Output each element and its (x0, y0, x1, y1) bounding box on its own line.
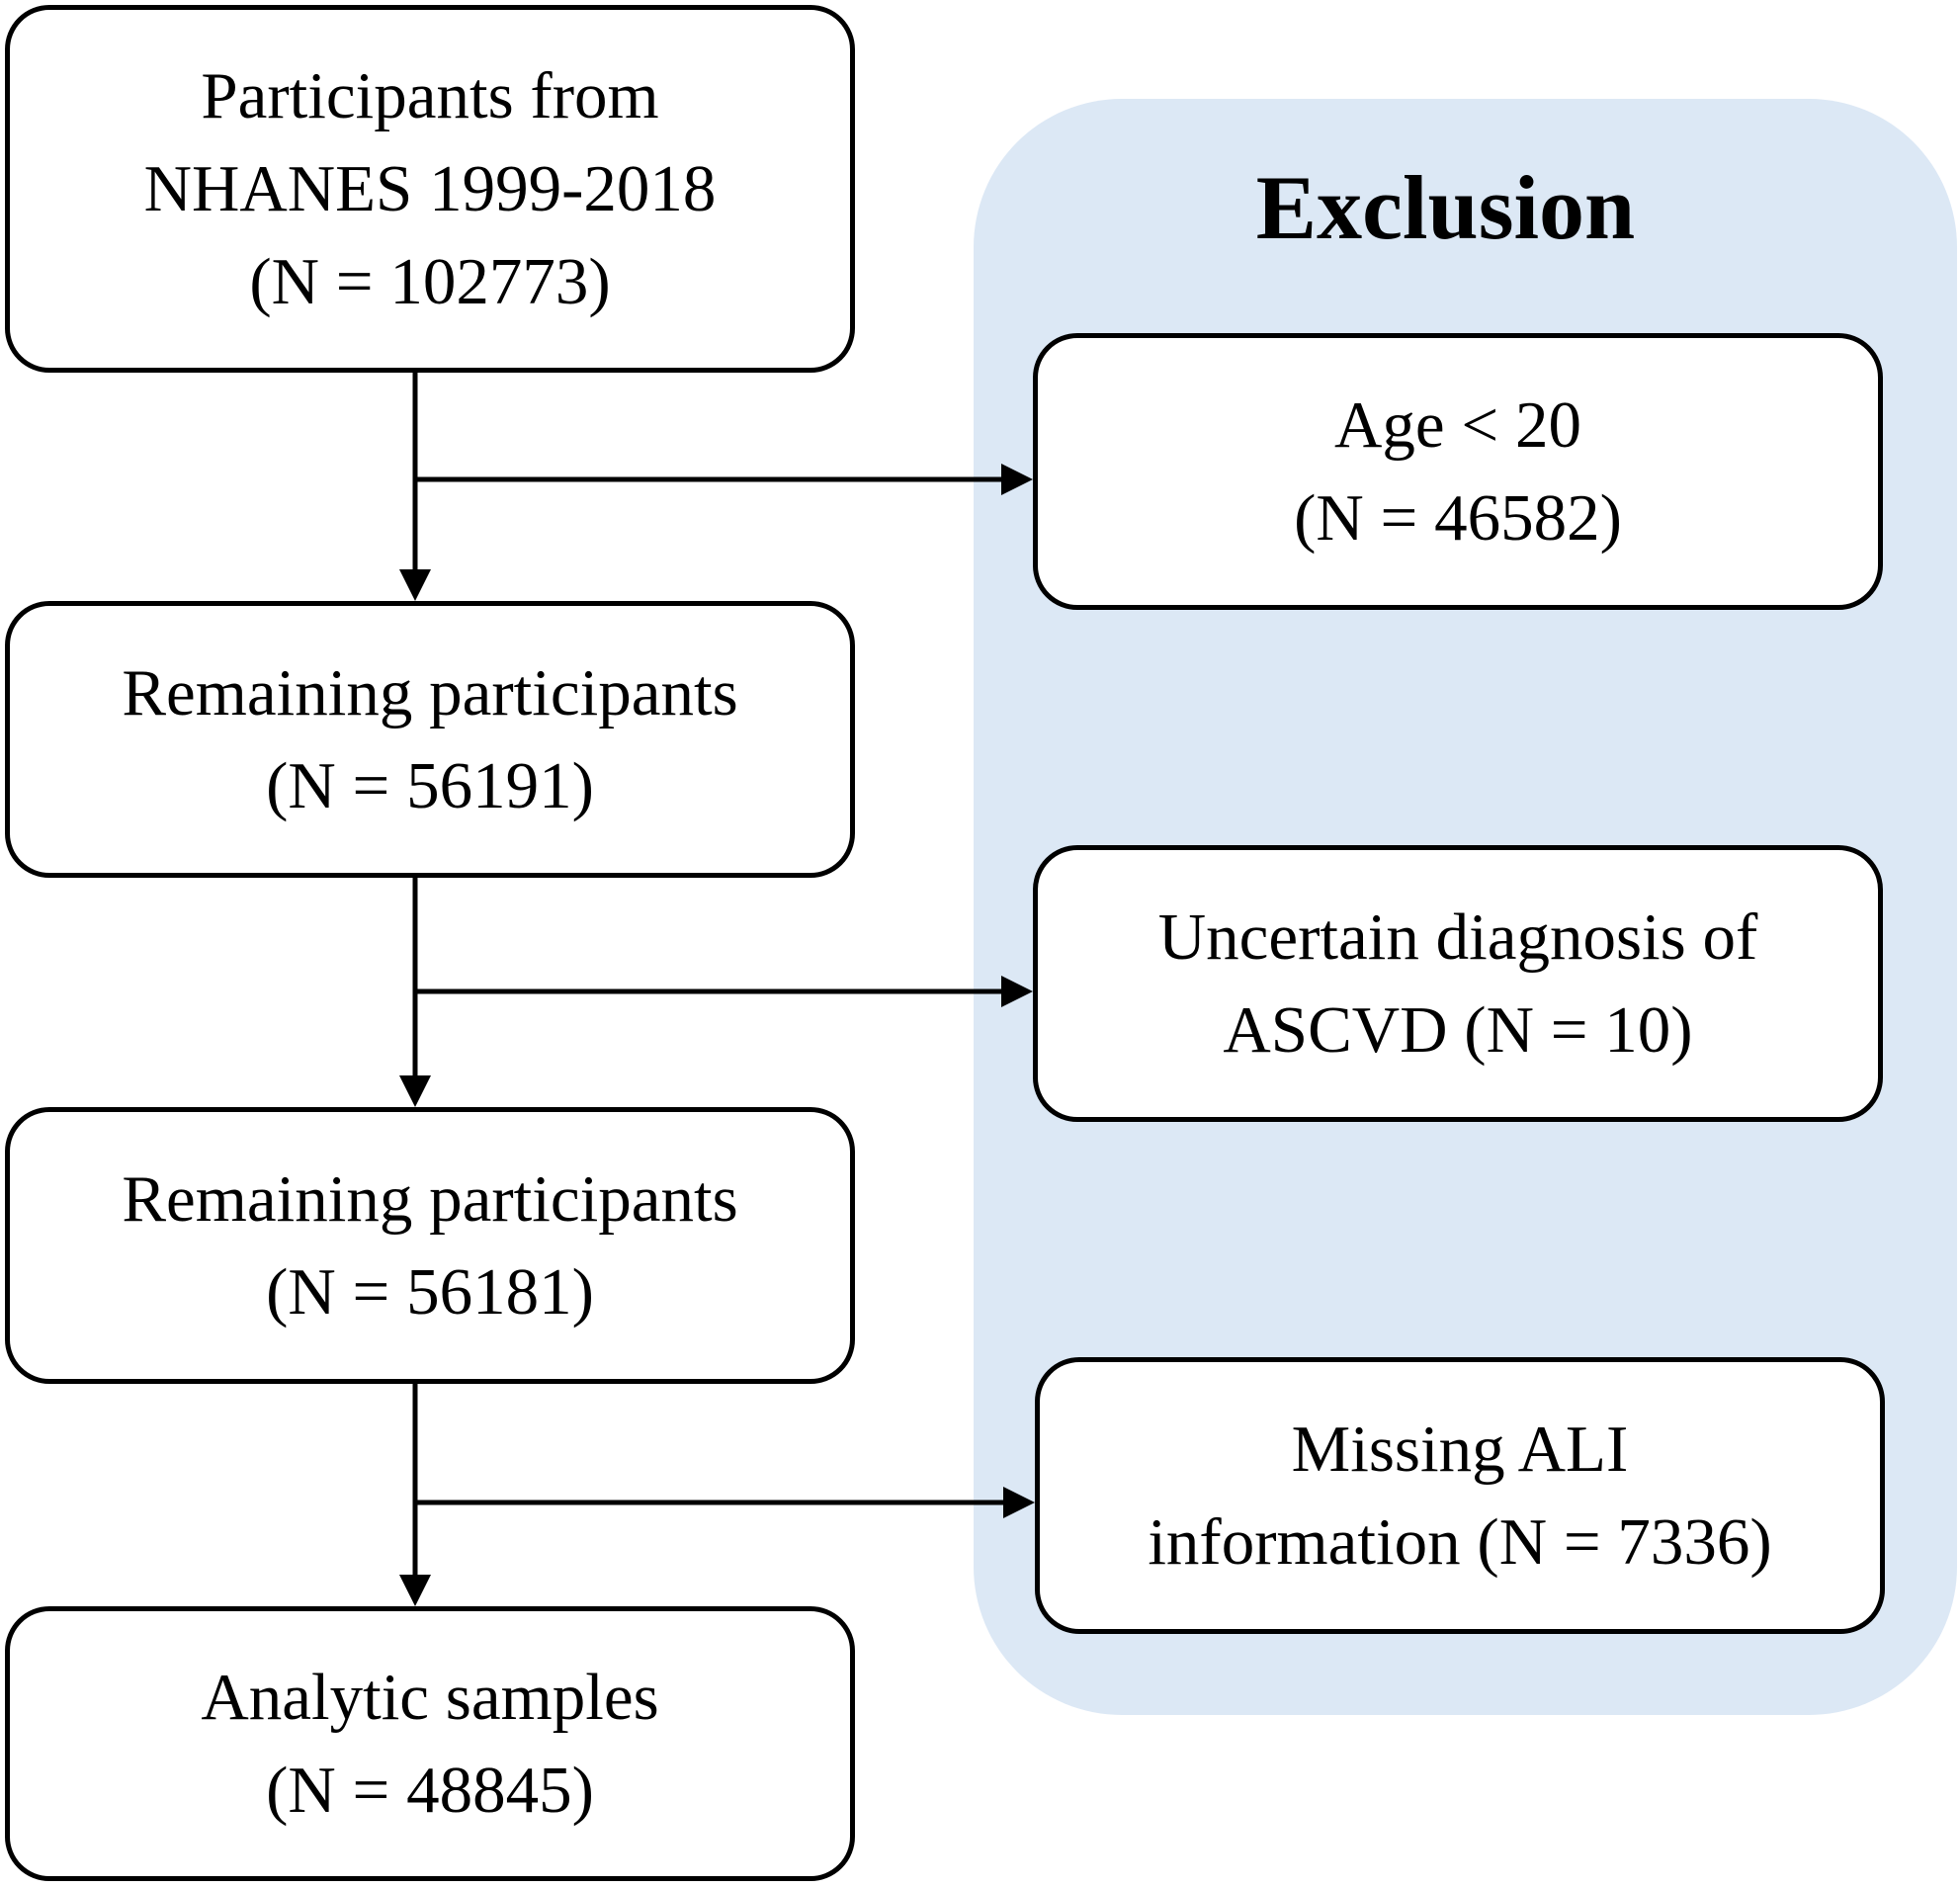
exclusion-ali-line1: Missing ALI (1291, 1413, 1629, 1486)
exclusion-ascvd-line2: ASCVD (N = 10) (1223, 993, 1693, 1067)
remaining-2-count: (N = 56181) (266, 1255, 594, 1329)
remaining-1-count: (N = 56191) (266, 749, 594, 822)
arrowhead-down-1 (399, 569, 431, 601)
exclusion-age-box: Age < 20 (N = 46582) (1033, 333, 1883, 610)
remaining-participants-box-1: Remaining participants (N = 56191) (5, 601, 855, 878)
participants-line1: Participants from (201, 59, 659, 132)
exclusion-age-label: Age < 20 (1334, 388, 1581, 462)
arrowhead-down-3 (399, 1575, 431, 1606)
analytic-samples-box: Analytic samples (N = 48845) (5, 1606, 855, 1881)
exclusion-ali-box: Missing ALI information (N = 7336) (1035, 1357, 1885, 1634)
participants-line2: NHANES 1999-2018 (143, 152, 717, 225)
analytic-samples-label: Analytic samples (201, 1661, 659, 1734)
analytic-samples-count: (N = 48845) (266, 1754, 594, 1827)
arrowhead-down-2 (399, 1075, 431, 1107)
remaining-2-label: Remaining participants (122, 1162, 738, 1236)
remaining-1-label: Remaining participants (122, 656, 738, 729)
arrowhead-right-3 (1003, 1487, 1035, 1518)
exclusion-ascvd-line1: Uncertain diagnosis of (1157, 901, 1758, 974)
remaining-participants-box-2: Remaining participants (N = 56181) (5, 1107, 855, 1384)
participants-count: (N = 102773) (249, 245, 611, 318)
arrowhead-right-1 (1001, 464, 1033, 495)
exclusion-title: Exclusion (1255, 157, 1636, 258)
participants-box: Participants from NHANES 1999-2018 (N = … (5, 5, 855, 373)
exclusion-age-count: (N = 46582) (1294, 481, 1622, 555)
exclusion-ascvd-box: Uncertain diagnosis of ASCVD (N = 10) (1033, 845, 1883, 1122)
arrowhead-right-2 (1001, 976, 1033, 1007)
exclusion-ali-line2: information (N = 7336) (1148, 1505, 1772, 1579)
